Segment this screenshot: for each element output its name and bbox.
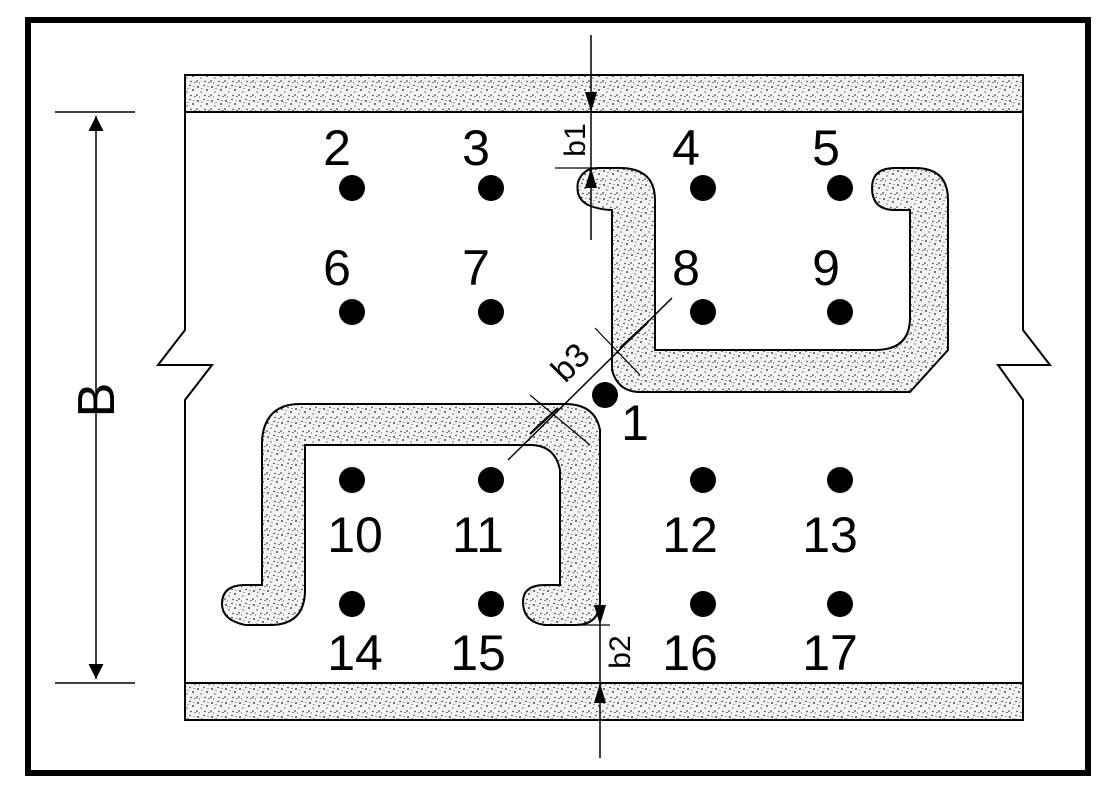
point-label-16: 16 [662,625,718,681]
point-label-9: 9 [812,240,840,296]
point-10: 10 [327,467,383,563]
point-label-14: 14 [327,625,383,681]
b3-arrow-upper [619,321,649,349]
point-marker-16 [690,591,716,617]
point-label-10: 10 [327,507,383,563]
point-marker-1 [592,382,618,408]
point-label-3: 3 [462,120,490,176]
b3-arrow-lower [529,407,559,435]
point-marker-8 [690,299,716,325]
width-label: B [68,383,126,418]
point-11: 11 [452,467,504,563]
point-1: 1 [592,382,649,451]
point-marker-4 [690,175,716,201]
point-12: 12 [662,467,718,563]
point-marker-3 [478,175,504,201]
outer-frame [25,17,1091,776]
point-15: 15 [450,591,506,681]
point-5: 5 [812,120,853,201]
point-marker-7 [478,299,504,325]
point-9: 9 [812,240,853,325]
point-marker-17 [827,591,853,617]
point-label-2: 2 [323,120,351,176]
point-13: 13 [802,467,858,563]
point-17: 17 [802,591,858,681]
b3-ext-lower [529,394,591,446]
upper-barrier [576,167,949,393]
point-label-4: 4 [672,120,700,176]
point-marker-13 [827,467,853,493]
point-marker-11 [478,467,504,493]
point-label-12: 12 [662,507,718,563]
point-marker-5 [827,175,853,201]
b3-ext-upper [594,327,641,376]
point-14: 14 [327,591,383,681]
point-marker-10 [339,467,365,493]
section-outline [155,75,1053,720]
point-marker-14 [339,591,365,617]
point-marker-2 [339,175,365,201]
point-16: 16 [662,591,718,681]
point-label-7: 7 [462,240,490,296]
point-label-5: 5 [812,120,840,176]
point-marker-15 [478,591,504,617]
top-band [184,74,1024,113]
point-label-6: 6 [323,240,351,296]
dim-b2-label: b2 [604,635,637,668]
point-label-11: 11 [452,507,504,563]
dim-b1-label: b1 [559,123,592,156]
b2-arrow-bottom [594,683,606,703]
point-4: 4 [672,120,716,201]
point-marker-9 [827,299,853,325]
point-label-8: 8 [672,240,700,296]
point-6: 6 [323,240,365,325]
point-label-15: 15 [450,625,506,681]
point-label-13: 13 [802,507,858,563]
point-marker-12 [690,467,716,493]
b1-arrow-top [585,92,597,112]
point-3: 3 [462,120,504,201]
point-label-17: 17 [802,625,858,681]
b2-arrow-top [594,605,606,625]
point-marker-6 [339,299,365,325]
point-label-1: 1 [621,395,649,451]
b1-arrow-bottom [585,168,597,188]
lower-barrier [220,403,601,626]
point-7: 7 [462,240,504,325]
point-8: 8 [672,240,716,325]
point-2: 2 [323,120,365,201]
